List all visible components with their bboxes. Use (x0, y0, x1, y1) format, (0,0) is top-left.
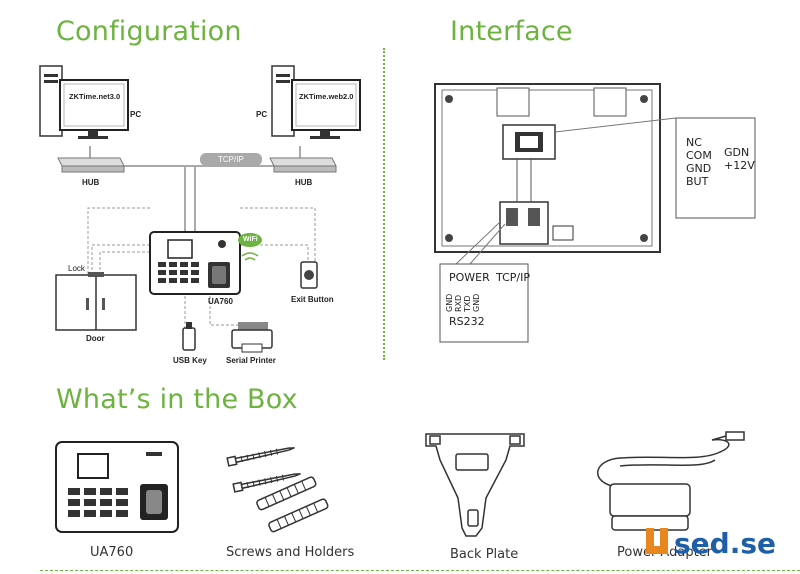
interface-heading: Interface (450, 16, 573, 47)
device-back-panel (434, 83, 661, 253)
device-label: UA760 (208, 297, 233, 306)
relay-but-label: BUT (686, 175, 709, 188)
usb-key-icon (182, 322, 196, 351)
port-power-label: POWER (449, 271, 490, 284)
ua760-device-diagram (149, 231, 241, 295)
pc-right (271, 65, 361, 139)
hub-right-label: HUB (295, 178, 313, 187)
rs232-label: RS232 (449, 315, 485, 328)
screws-and-holders-image (226, 447, 329, 533)
configuration-heading: Configuration (56, 16, 242, 47)
relay-gnd-label: GND (686, 162, 712, 175)
pc-left (39, 65, 129, 139)
exit-button-label: Exit Button (291, 295, 334, 304)
back-plate-image (425, 433, 525, 537)
relay-gdn-label: GDN (724, 146, 750, 159)
usb-key-label: USB Key (173, 356, 207, 365)
leader-bottom (455, 221, 501, 265)
relay-com-label: COM (686, 149, 712, 162)
serial-printer-label: Serial Printer (226, 356, 276, 365)
power-adapter-image (596, 431, 745, 531)
used-se-watermark-logo: sed.se (646, 527, 776, 560)
box-item-label-screws: Screws and Holders (226, 545, 355, 560)
port-tcpip-label: TCP/IP (496, 271, 530, 284)
hub-right (269, 157, 337, 173)
pc-right-label: PC (256, 110, 268, 119)
tcpip-label: TCP/IP (218, 155, 244, 164)
hub-left-label: HUB (82, 178, 100, 187)
leader-right (554, 117, 677, 133)
section-divider-vertical (383, 48, 385, 360)
relay-label-box (675, 117, 756, 219)
pc-right-screen-label: ZKTime.web2.0 (299, 92, 354, 101)
box-heading: What’s in the Box (56, 384, 298, 415)
relay-col2: GDN +12V (724, 146, 755, 172)
pc-left-screen-label: ZKTime.net3.0 (69, 92, 121, 101)
exit-button-diagram (300, 261, 318, 289)
hub-left (57, 157, 125, 173)
svg-text:sed.se: sed.se (674, 527, 776, 560)
wifi-icon (238, 233, 262, 261)
ua760-product-image (55, 441, 179, 533)
serial-printer-icon (231, 322, 273, 353)
device-wiring (87, 207, 316, 328)
lock-label: Lock (68, 264, 85, 273)
port-label-box (439, 263, 529, 343)
box-item-label-ua760: UA760 (90, 545, 134, 560)
relay-12v-label: +12V (724, 159, 755, 172)
door-diagram (55, 272, 137, 331)
box-item-label-back-plate: Back Plate (450, 547, 519, 562)
relay-col1: NC COM GND BUT (686, 136, 712, 188)
pc-left-label: PC (130, 110, 142, 119)
wifi-badge-label: WiFi (243, 236, 258, 243)
section-divider-horizontal (40, 570, 800, 571)
door-label: Door (86, 334, 105, 343)
tcpip-badge (200, 153, 262, 166)
relay-nc-label: NC (686, 136, 702, 149)
